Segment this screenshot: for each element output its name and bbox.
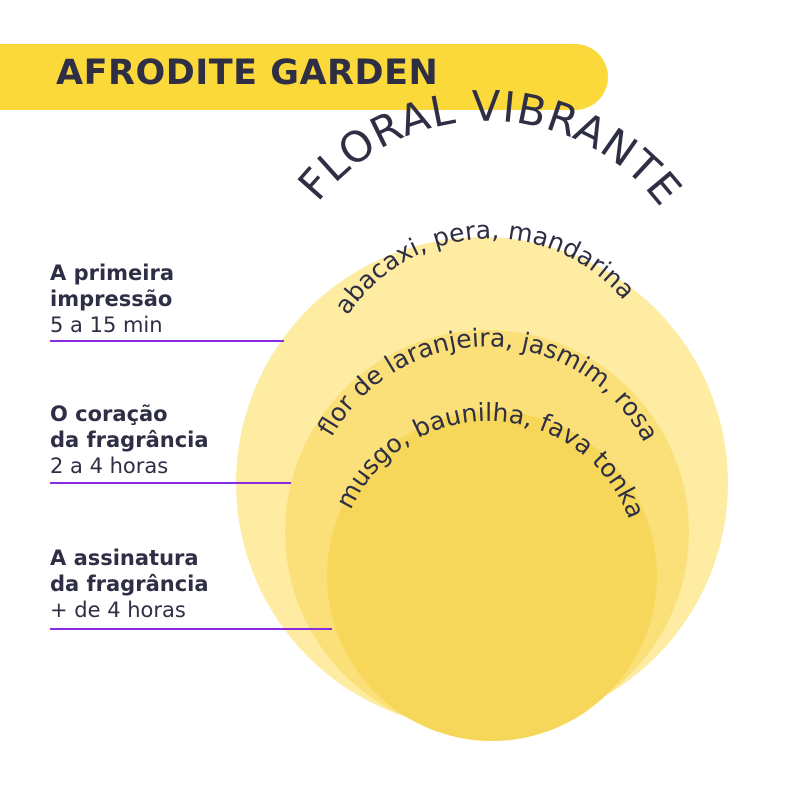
title-banner [0,44,608,110]
page-title: AFRODITE GARDEN [56,53,439,93]
stage-title-line1: A assinatura [50,546,199,570]
stage-label-heart: O coração da fragrância 2 a 4 horas [50,401,209,479]
stage-label-base: A assinatura da fragrância + de 4 horas [50,545,209,623]
inner-circle-base-notes [327,411,657,741]
svg-text:FLORAL VIBRANTE: FLORAL VIBRANTE [289,82,692,215]
stage-title-line1: O coração [50,402,168,426]
stage-duration: + de 4 horas [50,598,186,622]
stage-duration: 5 a 15 min [50,313,163,337]
stage-title-line2: da fragrância [50,428,209,452]
stage-label-top: A primeira impressão 5 a 15 min [50,260,174,338]
stage-title-line2: da fragrância [50,572,209,596]
stage-title-line1: A primeira [50,261,175,285]
stage-title-line2: impressão [50,287,173,311]
olfactory-family-label: FLORAL VIBRANTE [289,82,691,215]
stage-duration: 2 a 4 horas [50,454,169,478]
